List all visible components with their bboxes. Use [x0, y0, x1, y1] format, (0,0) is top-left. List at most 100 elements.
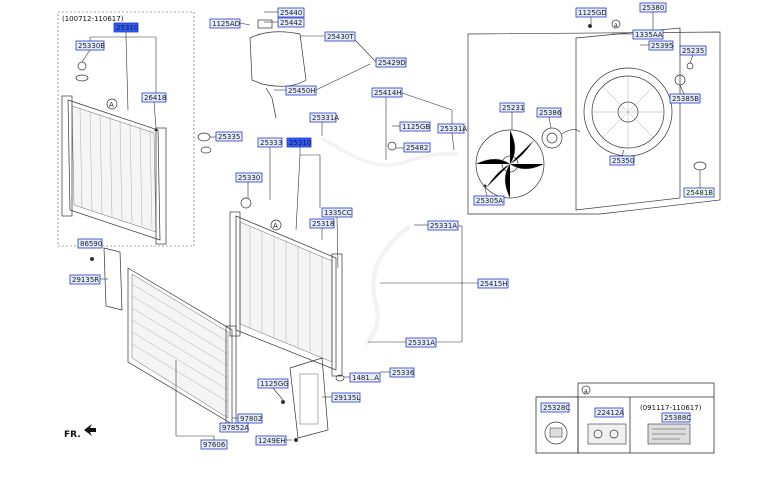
part-1125AD-label[interactable] — [209, 18, 241, 29]
cap-icon — [77, 61, 87, 71]
part-25440-text: 25440 — [280, 9, 302, 17]
part-25336-text: 25336 — [392, 369, 415, 377]
part-1125GG-text: 1125GG — [260, 380, 289, 388]
part-29135R-text: 29135R — [72, 276, 99, 284]
part-25328C-label[interactable] — [540, 402, 570, 413]
part-1481A-label[interactable] — [349, 372, 381, 383]
part-25388C-label[interactable] — [661, 412, 691, 423]
part-97802-text: 97802 — [240, 415, 262, 423]
screw-icon-2 — [294, 438, 298, 442]
bolt-icon-3 — [588, 24, 592, 28]
part-29135L-text: 29135L — [334, 394, 360, 402]
screw-icon-3 — [483, 184, 487, 188]
part-25331A-label-2[interactable] — [437, 123, 465, 134]
part-25481B-label[interactable] — [683, 187, 715, 198]
part-25450H-text: 25450H — [288, 87, 316, 95]
part-25331A-label-4[interactable] — [405, 337, 437, 348]
part-25336-label[interactable] — [389, 367, 415, 378]
radiator-variant — [61, 95, 167, 245]
front-marker: FR. — [64, 430, 81, 440]
fan-blade — [475, 129, 545, 199]
part-25335-text: 25335 — [218, 133, 240, 141]
part-1481A-text: 1481..A — [352, 374, 379, 382]
part-25395-label[interactable] — [648, 40, 674, 51]
part-25328C-text: 25328C — [543, 404, 570, 412]
part-26418-text: 26418 — [144, 94, 166, 102]
part-25310-text-2: 25310 — [289, 139, 311, 147]
callout-a-2: A — [273, 222, 278, 230]
grommet-icon — [197, 132, 211, 142]
part-25305A-label[interactable] — [473, 195, 505, 206]
part-25333-text: 25333 — [260, 139, 282, 147]
bolt-icon — [154, 128, 158, 132]
part-25331A-label-3[interactable] — [427, 220, 459, 231]
mount-icon — [200, 146, 212, 154]
bracket-left — [289, 357, 329, 439]
callout-a-small-icon — [611, 19, 621, 29]
radiator-main — [229, 211, 343, 377]
part-25482-label[interactable] — [403, 142, 431, 153]
part-25305A-text: 25305A — [476, 197, 503, 205]
part-25388C-text: 25388C — [664, 414, 691, 422]
part-25330-label[interactable] — [235, 172, 263, 183]
part-25331A-label-1[interactable] — [309, 112, 337, 123]
callout-a-small-2: a — [584, 388, 588, 395]
radiator-cap-icon — [240, 197, 252, 209]
part-1125AD-text: 1125AD — [212, 20, 240, 28]
part-25331A-text-1: 25331A — [312, 114, 339, 122]
part-25414H-text: 25414H — [374, 89, 402, 97]
part-86590-label[interactable] — [77, 238, 103, 249]
drain-plug-icon — [335, 374, 345, 382]
part-25429D-label[interactable] — [375, 57, 407, 68]
part-25414H-label[interactable] — [371, 87, 403, 98]
callout-a-1: A — [109, 101, 114, 109]
part-25430T-label[interactable] — [324, 31, 356, 42]
part-97852A-text: 97852A — [222, 424, 249, 432]
variant-code-tl: (100712-110617) — [62, 15, 124, 23]
part-25442-text: 25442 — [280, 19, 302, 27]
fan-assembly-region — [467, 31, 721, 215]
part-1125GD-text: 1125GD — [578, 9, 607, 17]
part-25430T-text: 25430T — [327, 33, 354, 41]
view-a-callout-icon-2 — [270, 219, 282, 231]
part-1249EH-label[interactable] — [255, 435, 287, 446]
view-a-callout-icon — [106, 98, 118, 110]
part-25386-text: 25386 — [539, 109, 562, 117]
part-25331A-text-4: 25331A — [408, 339, 435, 347]
part-25330B-text: 25330B — [78, 42, 105, 50]
part-25442-label[interactable] — [277, 17, 305, 28]
seal-icon — [75, 74, 89, 82]
condenser — [127, 267, 237, 429]
part-1335AA-label[interactable] — [632, 29, 664, 40]
part-25385B-label[interactable] — [669, 93, 701, 104]
variant-code-br: (091117-110617) — [640, 404, 702, 412]
part-25440-label[interactable] — [277, 7, 305, 18]
part-25429D-text: 25429D — [378, 59, 406, 67]
part-86590-text: 86590 — [80, 240, 102, 248]
part-25231-text: 25231 — [502, 104, 524, 112]
part-1125GB-label[interactable] — [399, 121, 431, 132]
part-25450H-label[interactable] — [285, 85, 317, 96]
part-25395-text: 25395 — [651, 42, 673, 50]
part-97802-label[interactable] — [237, 413, 263, 424]
part-1335AA-text: 1335AA — [635, 31, 663, 39]
part-25350-text: 25350 — [612, 157, 634, 165]
part-97852A-label[interactable] — [219, 422, 249, 433]
part-29135L-label[interactable] — [331, 392, 361, 403]
variant-region — [57, 11, 195, 247]
part-25415H-label[interactable] — [477, 278, 509, 289]
part-25330-text: 25330 — [238, 174, 260, 182]
part-25331A-text-2: 25331A — [440, 125, 467, 133]
part-25385B-text: 25385B — [672, 95, 699, 103]
part-25335-label[interactable] — [215, 131, 243, 142]
screw-icon — [90, 257, 94, 261]
part-22412A-label[interactable] — [594, 407, 624, 418]
part-29135R-label[interactable] — [69, 274, 101, 285]
callout-a-small: a — [614, 22, 618, 29]
part-1125GB-text: 1125GB — [402, 123, 430, 131]
coolant-reservoir — [249, 19, 307, 119]
part-25310-label-2[interactable] — [286, 137, 312, 148]
part-1249EH-text: 1249EH — [258, 437, 286, 445]
